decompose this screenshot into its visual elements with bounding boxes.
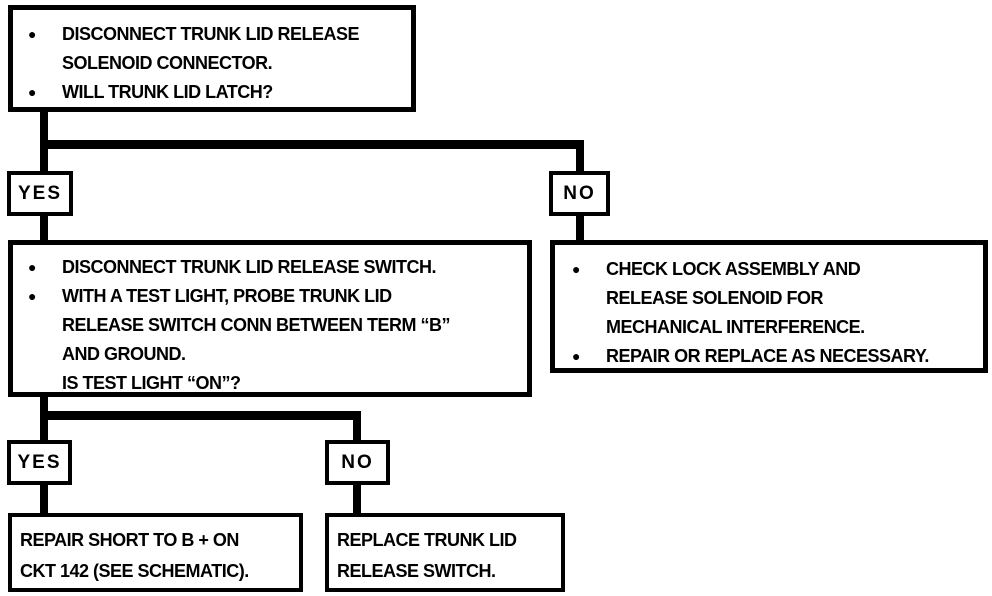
connector-no2-to-node [353,485,361,513]
node-check-lock-assembly: ● CHECK LOCK ASSEMBLY AND RELEASE SOLENO… [550,240,988,373]
node-test-light-check: ● DISCONNECT TRUNK LID RELEASE SWITCH. ●… [8,240,532,397]
bullet-icon: ● [572,261,581,277]
lock-bullet-2-text: REPAIR OR REPLACE AS NECESSARY. [606,346,929,366]
node-repair-short: REPAIR SHORT TO B + ON CKT 142 (SEE SCHE… [8,513,303,592]
bullet-icon: ● [572,348,581,364]
start-bullet-2-text: WILL TRUNK LID LATCH? [62,82,273,102]
test-bullet-2-text: WITH A TEST LIGHT, PROBE TRUNK LID RELEA… [62,286,451,393]
decision1-yes-label: YES [7,171,73,216]
bullet-icon: ● [28,288,37,304]
connector-yes2-to-node [40,485,48,513]
bullet-icon: ● [28,84,37,100]
lock-bullet-1: ● CHECK LOCK ASSEMBLY AND RELEASE SOLENO… [569,255,981,342]
connector-no1-to-node [576,216,584,240]
connector-branch2-horizontal [40,411,361,420]
connector-branch1-horizontal [40,140,584,149]
start-bullet-1: ● DISCONNECT TRUNK LID RELEASE SOLENOID … [25,20,407,78]
connector-start-down [40,112,48,148]
test-bullet-1: ● DISCONNECT TRUNK LID RELEASE SWITCH. [25,253,523,282]
decision2-yes-label: YES [7,440,72,485]
lock-bullet-1-text: CHECK LOCK ASSEMBLY AND RELEASE SOLENOID… [606,259,865,337]
test-bullet-2: ● WITH A TEST LIGHT, PROBE TRUNK LID REL… [25,282,523,398]
start-bullet-2: ● WILL TRUNK LID LATCH? [25,78,407,107]
lock-bullet-2: ● REPAIR OR REPLACE AS NECESSARY. [569,342,981,371]
connector-branch1-no-drop [576,149,584,171]
connector-branch1-yes-drop [40,149,48,171]
start-bullet-1-text: DISCONNECT TRUNK LID RELEASE SOLENOID CO… [62,24,360,73]
connector-yes1-to-node [40,216,48,240]
decision2-no-label: NO [325,440,390,485]
bullet-icon: ● [28,259,37,275]
node-start: ● DISCONNECT TRUNK LID RELEASE SOLENOID … [8,5,416,112]
bullet-icon: ● [28,26,37,42]
test-bullet-1-text: DISCONNECT TRUNK LID RELEASE SWITCH. [62,257,437,277]
connector-test-node-down [40,397,48,415]
node-replace-switch: REPLACE TRUNK LID RELEASE SWITCH. [325,513,565,592]
decision1-no-label: NO [549,171,610,216]
connector-branch2-no-drop [353,420,361,440]
connector-branch2-yes-drop [40,420,48,440]
